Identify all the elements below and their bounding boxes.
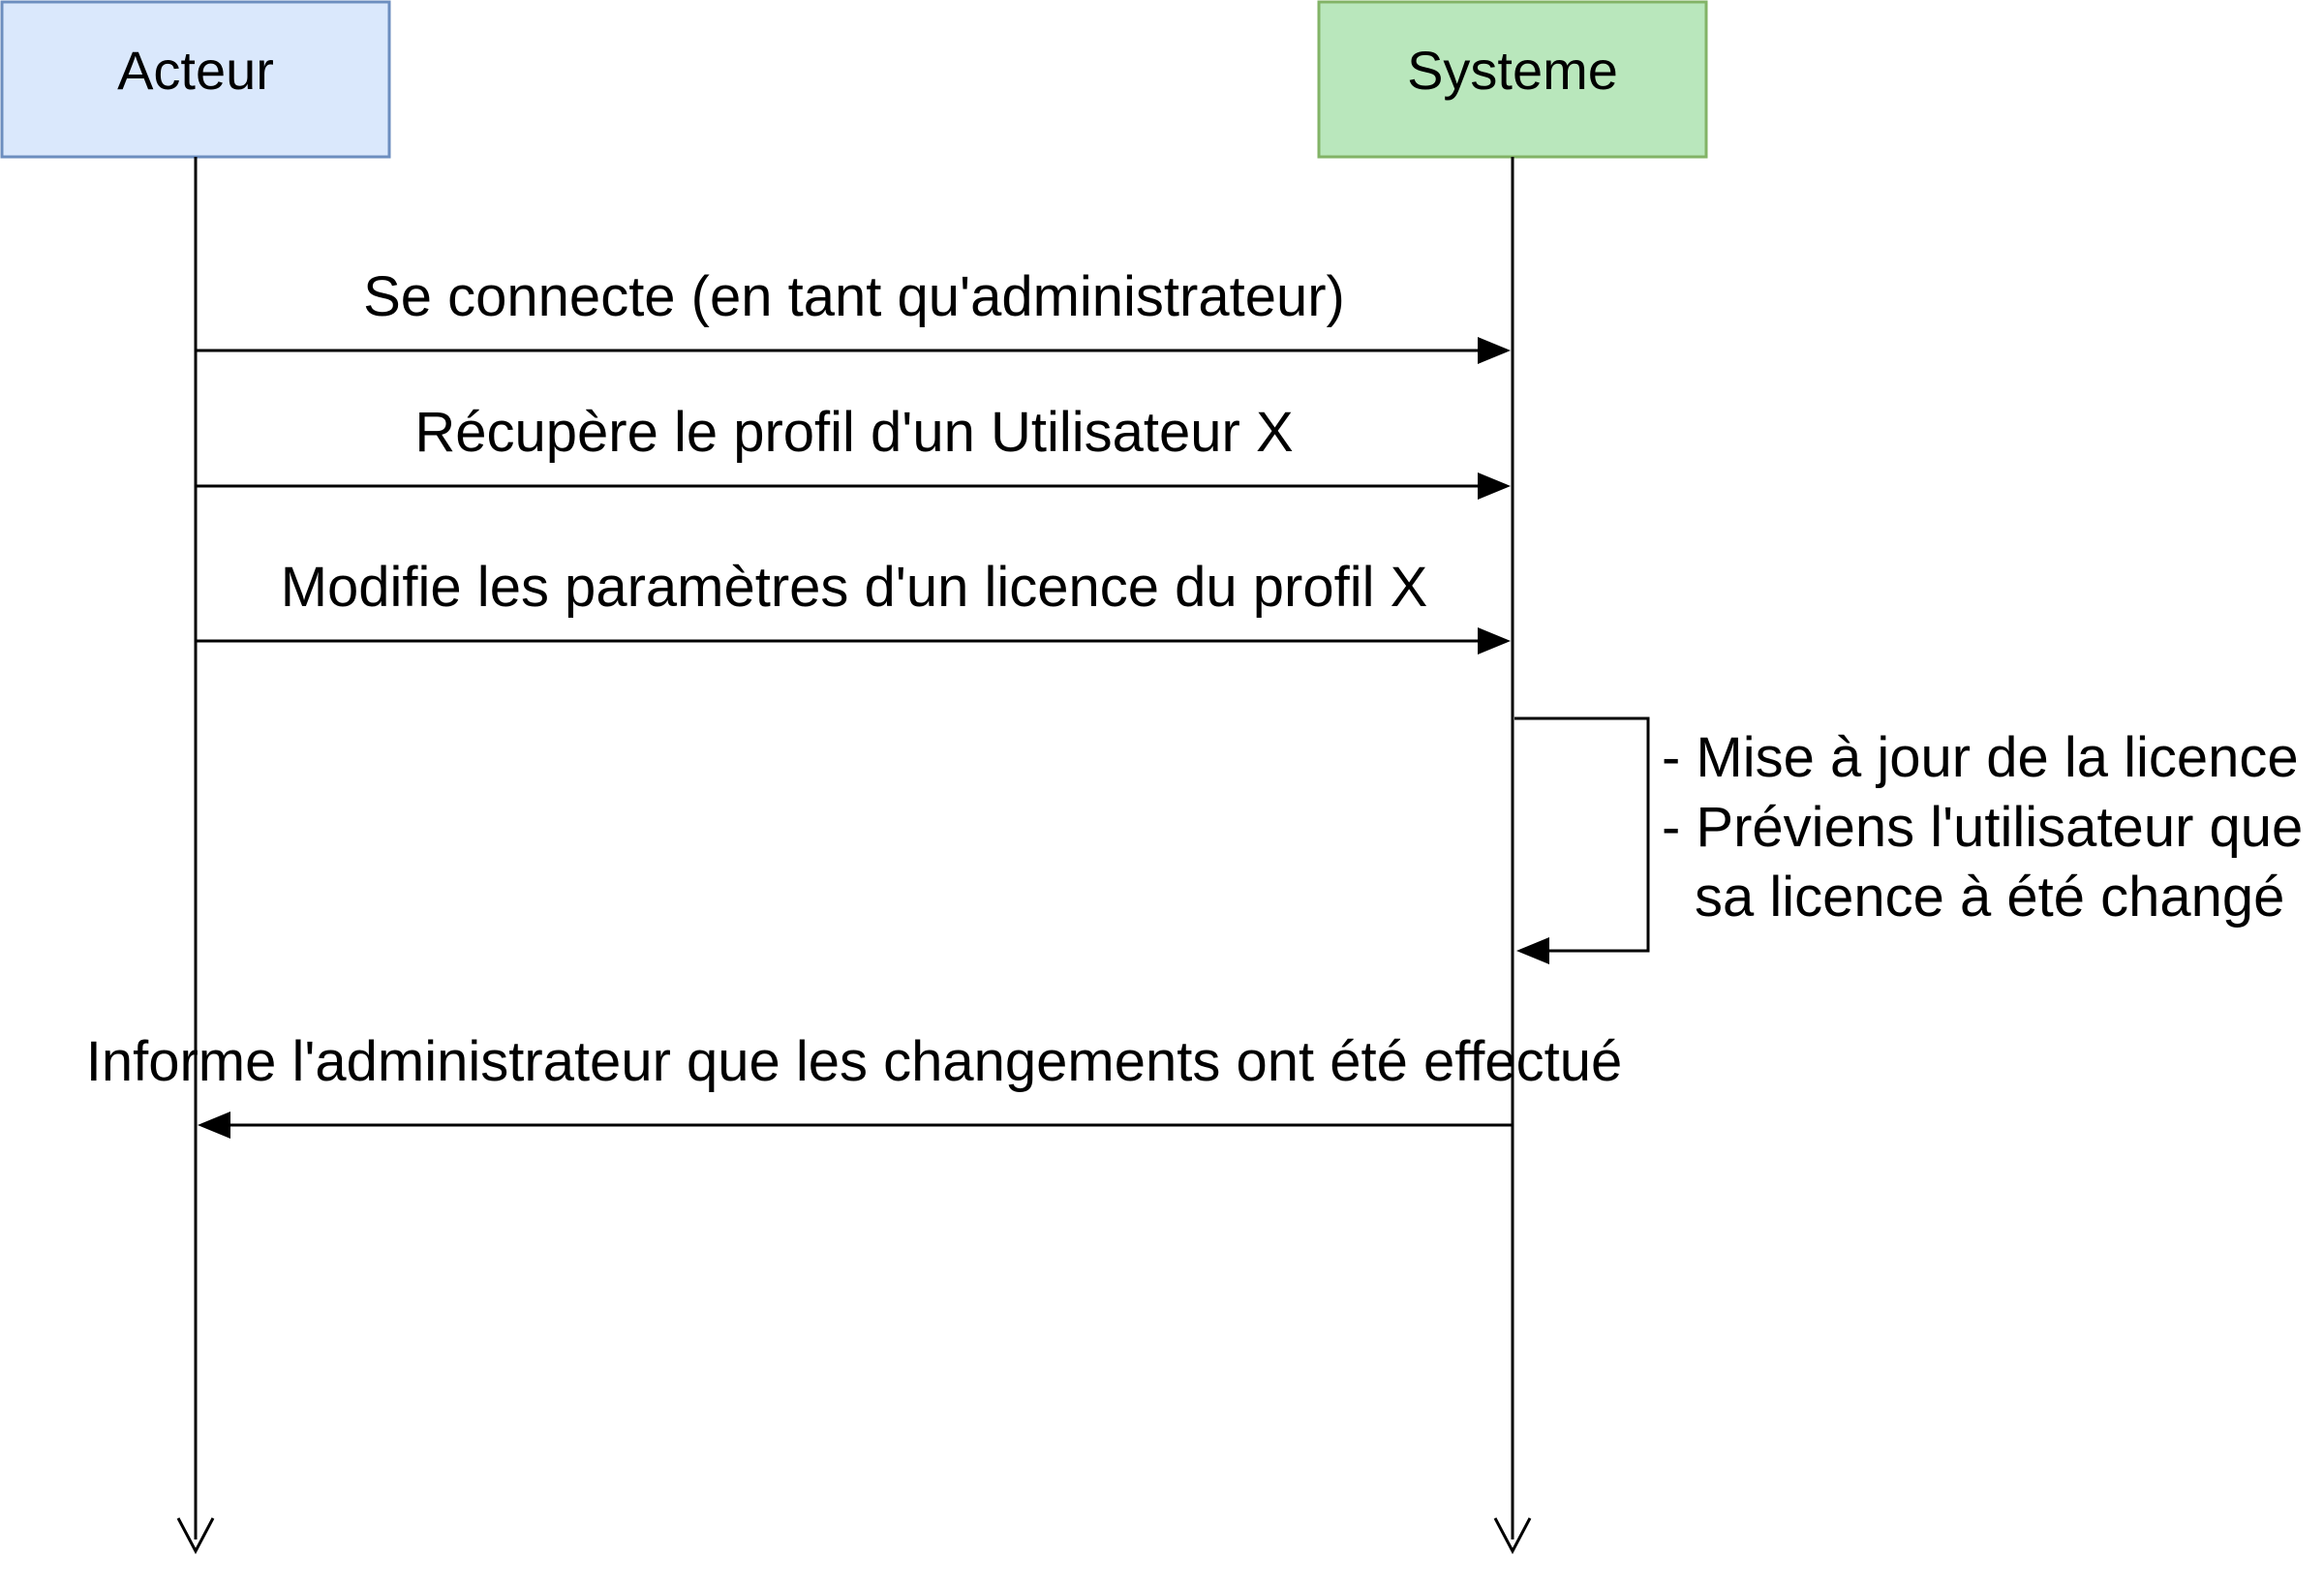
message-inform-admin[interactable]: Informe l'administrateur que les changem… (86, 1030, 1623, 1139)
actor-box (0, 0, 391, 159)
self-message-loop (1514, 716, 1650, 953)
message-label: Informe l'administrateur que les changem… (86, 1030, 1623, 1093)
message-label: Modifie les paramètres d'un licence du p… (281, 556, 1428, 619)
arrowhead-icon (1478, 472, 1511, 500)
message-modify-license[interactable]: Modifie les paramètres d'un licence du p… (196, 556, 1511, 655)
self-message-update[interactable]: - Mise à jour de la licence - Préviens l… (1514, 716, 2303, 964)
lifeline-arrow-icon (176, 1517, 215, 1555)
arrowhead-icon (1516, 937, 1549, 964)
message-label: Se connecte (en tant qu'administrateur) (363, 265, 1345, 328)
system-participant[interactable]: Systeme (1317, 0, 1708, 159)
message-label: Récupère le profil d'un Utilisateur X (414, 401, 1293, 464)
system-box (1317, 0, 1708, 159)
arrowhead-icon (198, 1112, 230, 1139)
self-message-line-1: - Mise à jour de la licence (1662, 726, 2299, 789)
system-lifeline (1493, 157, 1532, 1555)
system-label: Systeme (1407, 40, 1618, 101)
lifeline-arrow-icon (1493, 1517, 1532, 1555)
arrowhead-icon (1478, 627, 1511, 655)
self-message-line-3: sa licence à été changé (1695, 866, 2284, 929)
actor-label: Acteur (117, 40, 274, 101)
arrowhead-icon (1478, 337, 1511, 364)
actor-participant[interactable]: Acteur (0, 0, 391, 159)
message-login[interactable]: Se connecte (en tant qu'administrateur) (196, 265, 1511, 364)
message-get-profile[interactable]: Récupère le profil d'un Utilisateur X (196, 401, 1511, 500)
self-message-line-2: - Préviens l'utilisateur que (1662, 796, 2303, 859)
actor-lifeline (176, 157, 215, 1555)
